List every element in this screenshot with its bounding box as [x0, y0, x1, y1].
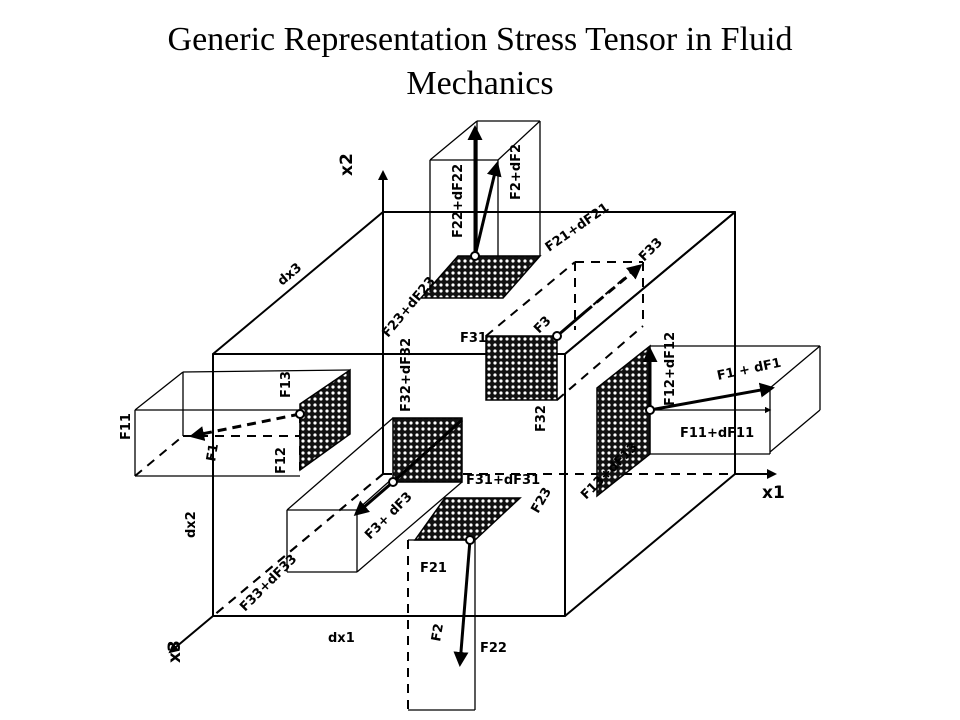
- f2-dF2-arrow: [473, 161, 502, 257]
- bottom-shaded-face: [413, 497, 522, 541]
- top-face-group: F22+dF22 F2+dF2 F21+dF21 F23+dF23: [380, 120, 612, 341]
- left-box-edge: [134, 371, 184, 411]
- f1-arrow: [189, 412, 301, 441]
- left-face-group: F13 F1 F11 F12: [119, 368, 351, 477]
- f23-label: F23: [528, 485, 554, 516]
- f3-label: F3: [531, 314, 554, 337]
- left-shaded-face: [299, 368, 351, 472]
- bottom-face-center-point: [465, 535, 475, 545]
- f2-label: F2: [429, 622, 447, 642]
- back-shaded-face: [485, 335, 558, 401]
- f21-dF21-label: F21+dF21: [543, 200, 612, 255]
- f22-dF22-label: F22+dF22: [451, 164, 466, 238]
- title-line-2: Mechanics: [406, 65, 554, 102]
- coordinate-axes: x2 x1 x3 dx1 dx2 dx3: [165, 153, 785, 663]
- x2-axis-label: x2: [337, 153, 357, 176]
- front-box-edge: [286, 417, 394, 511]
- f23-dF23-label: F23+dF23: [380, 274, 439, 340]
- slide-title: Generic Representation Stress Tensor in …: [0, 18, 960, 106]
- top-box-edge: [429, 120, 478, 161]
- back-face-center-point: [552, 331, 562, 341]
- front-box-edge: [356, 477, 394, 511]
- f11-label: F11: [119, 413, 134, 440]
- f2-arrow: [453, 539, 472, 667]
- f32-dF32-arrow: [391, 418, 464, 484]
- f33-arrow: [584, 264, 643, 314]
- f22-label: F22: [480, 641, 507, 656]
- f21-label: F21: [420, 561, 447, 576]
- left-box-hidden-edge: [134, 435, 184, 477]
- bottom-face-group: F31+dF31 F23 F21 F2 F22: [407, 473, 555, 711]
- back-box-edge: [556, 325, 644, 401]
- right-face-center-point: [645, 405, 655, 415]
- f32-label: F32: [534, 405, 549, 432]
- f12-label: F12: [274, 447, 289, 474]
- right-box-edge: [769, 345, 821, 389]
- f13-label: F13: [279, 371, 294, 398]
- f31-dF31-label: F31+dF31: [466, 473, 540, 488]
- f1-dF1-arrow: [649, 382, 775, 412]
- f3-arrow-stub: [556, 310, 586, 338]
- f31-label: F31: [460, 331, 487, 346]
- f33-dF33-label: F33+dF33: [237, 552, 300, 615]
- right-box-edge: [769, 409, 821, 453]
- x3-axis-label: x3: [165, 640, 185, 663]
- right-face-group: F12+dF12 F1 + dF1 F11+dF11 F13+dF13: [578, 332, 821, 503]
- f3-dF3-arrow: [353, 480, 394, 516]
- f33-label: F33: [636, 235, 666, 265]
- f32-dF32-label: F32+dF32: [399, 338, 414, 412]
- front-box-edge: [356, 481, 463, 573]
- f12-dF12-label: F12+dF12: [663, 332, 678, 406]
- f11-dF11-label: F11+dF11: [680, 426, 754, 441]
- top-face-center-point: [470, 251, 480, 261]
- dx3-label: dx3: [275, 260, 305, 289]
- top-box-edge: [497, 120, 541, 161]
- f1-label: F1: [204, 442, 222, 462]
- x3-axis: [168, 615, 214, 654]
- top-shaded-face: [419, 255, 542, 299]
- left-box-edge: [182, 369, 351, 373]
- x3-axis-hidden: [212, 473, 384, 617]
- left-face-center-point: [295, 409, 305, 419]
- front-face-center-point: [388, 477, 398, 487]
- f2-dF2-label: F2+dF2: [509, 144, 524, 200]
- back-box-edge: [485, 261, 576, 337]
- f1-dF1-label: F1 + dF1: [716, 356, 783, 384]
- x1-axis-label: x1: [762, 483, 785, 503]
- title-line-1: Generic Representation Stress Tensor in …: [167, 21, 793, 58]
- dx2-label: dx2: [184, 511, 199, 538]
- dx1-label: dx1: [328, 631, 355, 646]
